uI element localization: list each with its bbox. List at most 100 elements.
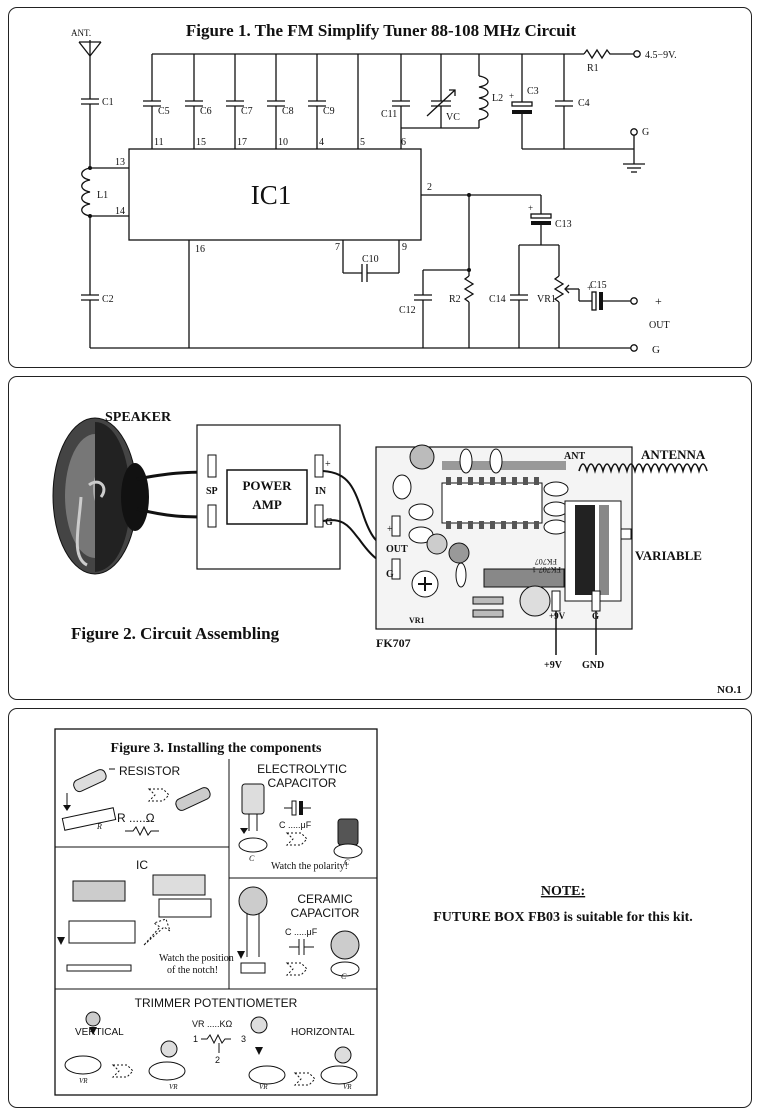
out-plus: + (655, 294, 662, 308)
figure3-box (54, 728, 378, 1096)
vr-small1: VR (79, 1077, 88, 1085)
c13-label: C13 (555, 219, 572, 230)
top-capacitors (143, 54, 326, 149)
resistor-title: RESISTOR (119, 764, 180, 778)
installation-diagram: Figure 3. Installing the components RESI… (54, 728, 693, 1096)
l2-label: L2 (492, 93, 503, 104)
schematic-panel: Figure 1. The FM Simplify Tuner 88-108 M… (8, 7, 752, 368)
p9v-label: +9V (544, 660, 563, 671)
c1-label: C1 (102, 97, 114, 108)
c12-label: C12 (399, 305, 416, 316)
note-text: FUTURE BOX FB03 is suitable for this kit… (433, 910, 693, 925)
ground-icon (623, 163, 645, 173)
c5-label: C5 (158, 106, 170, 117)
r-small: R (96, 822, 102, 831)
coil-l1 (483, 568, 565, 588)
pin5: 5 (360, 137, 365, 148)
pin13: 13 (115, 157, 125, 168)
l2-coil (478, 75, 489, 121)
electro-c1: C (249, 854, 255, 863)
svg-text:+: + (528, 203, 533, 213)
schematic-diagram: Figure 1. The FM Simplify Tuner 88-108 M… (71, 21, 677, 356)
amp-line2: AMP (252, 497, 282, 512)
vr-small2: VR (169, 1083, 178, 1091)
ic-chip-icon (57, 874, 212, 972)
vr1-label: VR1 (537, 294, 556, 305)
vr-small3: VR (259, 1083, 268, 1091)
ceramic-icon (237, 886, 360, 977)
in-label: IN (315, 486, 327, 497)
vertical-label: VERTICAL (75, 1027, 124, 1038)
out-label: OUT (649, 320, 670, 331)
pin2: 2 (427, 182, 432, 193)
c2-label: C2 (102, 294, 114, 305)
gnd-label: GND (582, 660, 604, 671)
r-value: R .....Ω (117, 811, 155, 825)
pin15: 15 (196, 137, 206, 148)
ant-label: ANT. (71, 28, 91, 38)
electro-c2: C (344, 858, 350, 867)
vr-value: VR .....KΩ (192, 1019, 233, 1029)
c11-label: C11 (381, 109, 397, 120)
pcb-text1: FK707 (535, 557, 557, 566)
out-plus-pcb: + (387, 524, 393, 535)
note-title: NOTE: (541, 884, 585, 899)
pin9: 9 (402, 242, 407, 253)
notch-note2: of the notch! (167, 965, 218, 976)
fk707-label: FK707 (376, 636, 411, 650)
l1-coil (81, 167, 91, 217)
electrolytic-title1: ELECTROLYTIC (257, 762, 347, 776)
power-amp-box (226, 469, 308, 525)
vr1-pcb-label: VR1 (409, 616, 425, 625)
notch-note1: Watch the position (159, 953, 234, 964)
page-number: NO.1 (717, 684, 742, 696)
figure2-caption: Figure 2. Circuit Assembling (71, 624, 280, 643)
c14-label: C14 (489, 294, 506, 305)
svg-text:+: + (587, 283, 592, 293)
assembly-panel: SPEAKER POWER AMP SP IN + G (8, 376, 752, 700)
sp-label: SP (206, 486, 218, 497)
svg-text:+: + (509, 91, 514, 101)
trim-pin1: 1 (193, 1034, 198, 1044)
electrolytic-title2: CAPACITOR (268, 776, 337, 790)
ceramic-c: C (341, 972, 347, 981)
r2-resistor (463, 275, 475, 303)
trimmer-title: TRIMMER POTENTIOMETER (135, 996, 298, 1010)
ic-title: IC (136, 858, 148, 872)
figure1-title: Figure 1. The FM Simplify Tuner 88-108 M… (186, 21, 577, 40)
variable-label: VARIABLE (635, 548, 702, 563)
in-g: G (325, 517, 333, 528)
c6-label: C6 (200, 106, 212, 117)
figure3-title: Figure 3. Installing the components (111, 741, 322, 756)
c7-label: C7 (241, 106, 253, 117)
speaker-label: SPEAKER (105, 410, 172, 425)
amp-line1: POWER (242, 478, 292, 493)
pin10: 10 (278, 137, 288, 148)
trim-pin3: 3 (241, 1034, 246, 1044)
pin7: 7 (335, 242, 340, 253)
c8-label: C8 (282, 106, 294, 117)
vr-small4: VR (343, 1083, 352, 1091)
antenna-coil-icon (578, 463, 708, 474)
c15-label: C15 (590, 280, 607, 291)
pin16: 16 (195, 244, 205, 255)
ant-pcb-label: ANT (564, 451, 585, 462)
pcb-text2: FK707-1 (532, 565, 561, 574)
electrolytic-icon (238, 783, 363, 859)
resistor-icon (61, 768, 211, 831)
in-plus: + (325, 459, 331, 470)
antenna-label: ANTENNA (641, 447, 706, 462)
vr1-resistor (553, 275, 565, 303)
g-label-top: G (642, 127, 649, 138)
r1-label: R1 (587, 63, 599, 74)
pin11: 11 (154, 137, 164, 148)
r1-resistor (583, 48, 634, 60)
pin14: 14 (115, 206, 125, 217)
g-label-bottom: G (652, 344, 660, 356)
c10-label: C10 (362, 254, 379, 265)
antenna-icon (78, 40, 102, 68)
ceramic-title1: CERAMIC (297, 892, 353, 906)
pin4: 4 (319, 137, 324, 148)
r2-label: R2 (449, 294, 461, 305)
ic1-label: IC1 (251, 180, 292, 210)
